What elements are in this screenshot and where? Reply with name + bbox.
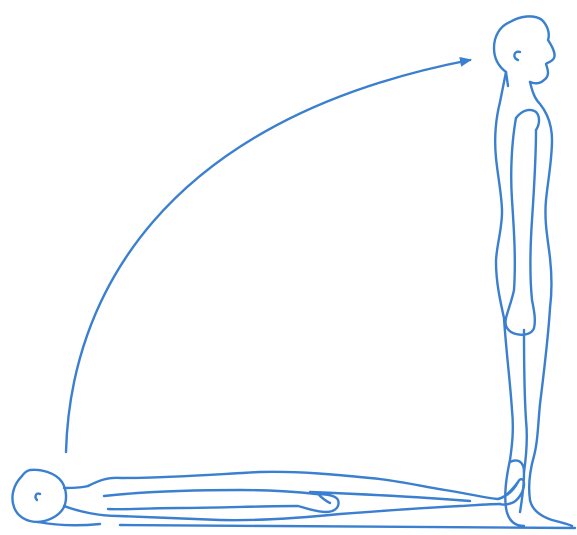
standing-shoulder <box>516 110 539 130</box>
standing-human-outline <box>494 16 572 526</box>
lying-back <box>38 522 100 525</box>
lying-head <box>12 470 66 522</box>
curved-arrow <box>66 60 470 452</box>
ground-line <box>120 525 575 528</box>
lying-body-top <box>88 472 518 499</box>
lying-ear <box>36 494 40 500</box>
lying-foot <box>498 479 524 504</box>
standing-leg-front <box>529 308 572 526</box>
standing-back <box>495 72 506 318</box>
standing-ear <box>514 52 520 60</box>
standing-leg-inner <box>524 330 527 472</box>
standing-head <box>494 16 555 86</box>
lying-arm <box>104 490 339 512</box>
standing-arm <box>505 118 536 335</box>
lying-human-outline <box>12 470 524 525</box>
lying-neck <box>64 486 88 488</box>
standing-foot <box>510 460 524 512</box>
